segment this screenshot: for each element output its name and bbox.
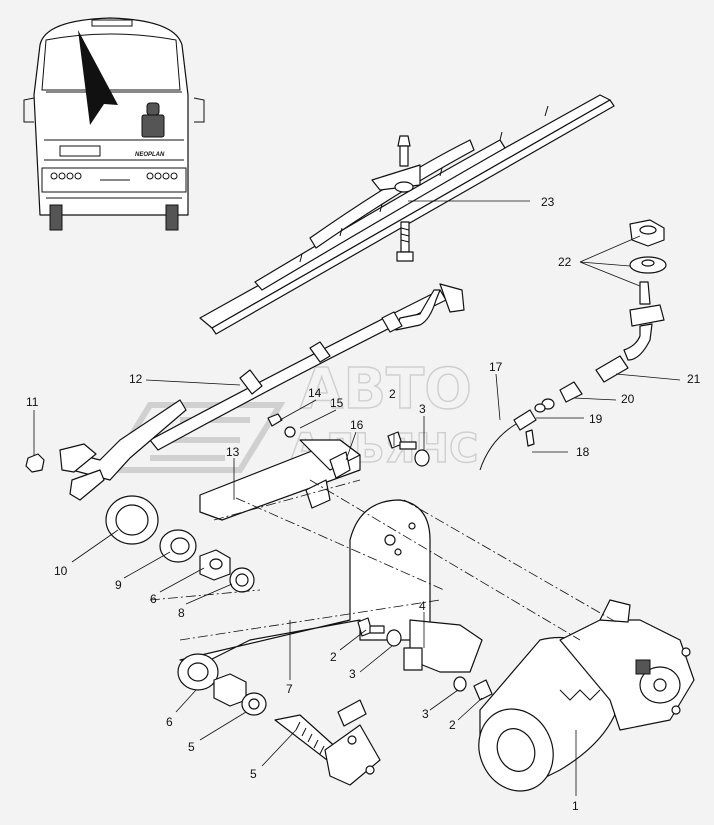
callout-labels: 23 22 21 20 19 18 17 16 15 14 13 12 11 1… [26,195,701,813]
nut-11 [25,453,45,473]
screw-18 [525,429,535,447]
washer-15 [284,426,296,438]
hose-21 [595,355,629,383]
label-2-middle: 2 [330,650,337,664]
seat-icon [146,102,160,116]
label-9: 9 [115,578,122,592]
nut-and-washer [629,219,667,274]
label-3-lower: 3 [422,707,429,721]
label-5-upper: 5 [188,740,195,754]
label-2-upper: 2 [389,387,396,401]
label-16: 16 [350,418,364,432]
wiper-nut-top [397,135,411,147]
label-5-lower: 5 [250,767,257,781]
label-14: 14 [308,386,322,400]
label-3-middle: 3 [349,667,356,681]
label-21: 21 [687,372,701,386]
label-23: 23 [541,195,555,209]
label-6-upper: 6 [150,592,157,606]
label-7: 7 [286,682,293,696]
lower-linkage [177,653,381,786]
wiper-motor [478,599,695,792]
bracket-4 [403,619,483,673]
label-19: 19 [589,412,603,426]
label-1: 1 [572,799,579,813]
connector-20 [559,381,583,403]
assembly-lines [149,479,617,641]
wiper-bolt [400,221,410,253]
label-17: 17 [489,360,503,374]
bus-logo: NEOPLAN [135,152,165,158]
label-4: 4 [419,599,426,613]
watermark-line1: АВТО [300,357,472,422]
label-22: 22 [558,255,572,269]
clip-19 [513,409,537,431]
label-3-upper: 3 [419,402,426,416]
wiper-blade [199,94,615,335]
washer-nozzle [479,281,665,471]
bolt-washer-lower [357,617,493,701]
label-15: 15 [330,396,344,410]
label-18: 18 [576,445,590,459]
label-6-lower: 6 [166,715,173,729]
watermark: АВТО АЛЬЯНС [104,356,479,473]
label-2-lower: 2 [449,718,456,732]
label-10: 10 [54,564,68,578]
label-11: 11 [26,395,39,409]
arrow-icon [78,30,118,125]
label-12: 12 [129,372,143,386]
clip-14 [267,413,283,427]
link-16 [305,479,331,509]
linkage-rod [59,283,465,501]
bus-front-view: NEOPLAN [23,17,205,231]
bolt-washer-upper [387,431,430,467]
label-13: 13 [226,445,240,459]
bushing-stack [105,495,255,593]
leader-lines [33,200,681,796]
label-8: 8 [178,606,185,620]
label-20: 20 [621,392,635,406]
